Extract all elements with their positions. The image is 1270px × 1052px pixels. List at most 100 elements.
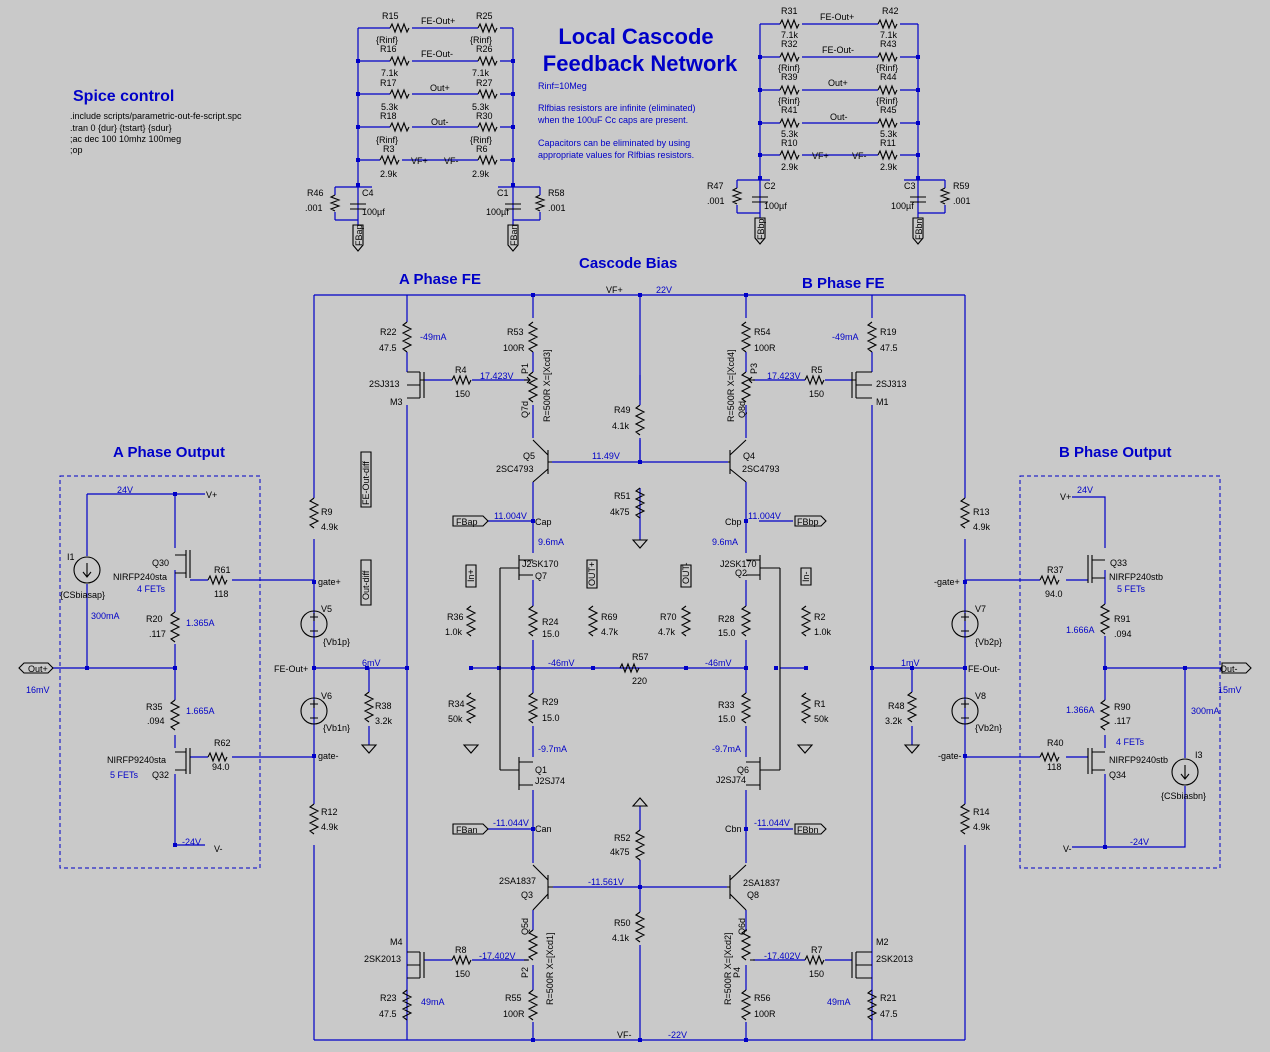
svg-text:Cbn: Cbn	[725, 824, 742, 834]
svg-text:118: 118	[214, 589, 228, 599]
svg-text:R70: R70	[660, 612, 677, 622]
svg-text:V+: V+	[1060, 492, 1071, 502]
input-jfets	[499, 555, 781, 790]
svg-text:Q1: Q1	[535, 765, 547, 775]
svg-text:R2: R2	[814, 612, 826, 622]
svg-text:1.665A: 1.665A	[186, 706, 215, 716]
r32-value: {Rinf}	[778, 63, 800, 73]
svg-text:R4: R4	[455, 365, 467, 375]
r59-label: R59	[953, 181, 970, 191]
out-plus-label: Out+	[828, 78, 848, 88]
r6-label: R6	[476, 144, 488, 154]
svg-text:Q6: Q6	[737, 765, 749, 775]
svg-text:17.423V: 17.423V	[767, 371, 801, 381]
svg-text:3.2k: 3.2k	[885, 716, 903, 726]
vf-minus-node: VF-	[617, 1030, 632, 1040]
front-end-wiring: VF+ 22V VF- -22V	[312, 285, 967, 1042]
svg-text:-11.044V: -11.044V	[754, 818, 790, 828]
resistor-bodies	[308, 321, 971, 1021]
svg-text:5 FETs: 5 FETs	[1117, 584, 1146, 594]
svg-text:R21: R21	[880, 993, 897, 1003]
svg-text:100R: 100R	[503, 1009, 525, 1019]
svg-text:Q34: Q34	[1109, 770, 1126, 780]
cascode-bias-title: Cascode Bias	[579, 255, 677, 272]
svg-text:R=500R X=[Xcd4]: R=500R X=[Xcd4]	[726, 349, 736, 422]
vf-plus-label: VF+	[411, 156, 428, 166]
r15-label: R15	[382, 11, 399, 21]
out-minus-label: Out-	[830, 112, 848, 122]
spice-line: ;op	[70, 145, 83, 155]
svg-text:-11.044V: -11.044V	[493, 818, 529, 828]
svg-text:R53: R53	[507, 327, 524, 337]
svg-text:4 FETs: 4 FETs	[137, 584, 166, 594]
r26-value: 7.1k	[472, 68, 490, 78]
svg-text:Cbp: Cbp	[725, 517, 742, 527]
svg-text:-gate-: -gate-	[938, 751, 962, 761]
svg-text:R51: R51	[614, 491, 631, 501]
svg-text:R54: R54	[754, 327, 771, 337]
svg-text:Q3: Q3	[521, 890, 533, 900]
svg-text:94.0: 94.0	[1045, 589, 1063, 599]
svg-text:4 FETs: 4 FETs	[1116, 737, 1145, 747]
fe-out-diff-port: FE-Out-diff	[361, 461, 371, 505]
svg-text:17.423V: 17.423V	[480, 371, 514, 381]
svg-text:R8: R8	[455, 945, 467, 955]
svg-text:P1: P1	[520, 363, 530, 374]
b-phase-output-title: B Phase Output	[1059, 444, 1172, 461]
svg-text:47.5: 47.5	[379, 343, 397, 353]
svg-text:24V: 24V	[1077, 485, 1093, 495]
svg-text:R12: R12	[321, 807, 338, 817]
svg-text:Can: Can	[535, 824, 552, 834]
svg-text:4.9k: 4.9k	[321, 822, 339, 832]
svg-text:2SJ313: 2SJ313	[369, 379, 400, 389]
svg-text:-gate+: -gate+	[934, 577, 960, 587]
svg-text:11.004V: 11.004V	[494, 511, 527, 521]
svg-text:R14: R14	[973, 807, 990, 817]
svg-text:R35: R35	[146, 702, 163, 712]
svg-text:11.49V: 11.49V	[592, 451, 620, 461]
note-text: Capacitors can be eliminated by using	[538, 138, 690, 148]
out-plus-label: Out+	[430, 83, 450, 93]
r16-value: 7.1k	[381, 68, 399, 78]
fe-out-minus-label: FE-Out-	[822, 45, 854, 55]
svg-text:R69: R69	[601, 612, 618, 622]
svg-text:R5: R5	[811, 365, 823, 375]
r3-value: 2.9k	[380, 169, 398, 179]
svg-text:15.0: 15.0	[542, 629, 560, 639]
r25-value: {Rinf}	[470, 35, 492, 45]
svg-text:M4: M4	[390, 937, 403, 947]
svg-text:9.6mA: 9.6mA	[538, 537, 564, 547]
svg-text:-46mV: -46mV	[705, 658, 732, 668]
r25-label: R25	[476, 11, 493, 21]
svg-text:R=500R X=[Xcd3]: R=500R X=[Xcd3]	[542, 349, 552, 422]
svg-text:1.666A: 1.666A	[1066, 625, 1095, 635]
svg-text:2SA1837: 2SA1837	[499, 876, 536, 886]
r10-label: R10	[781, 138, 798, 148]
svg-text:R62: R62	[214, 738, 231, 748]
svg-text:R61: R61	[214, 565, 231, 575]
svg-text:R7: R7	[811, 945, 823, 955]
svg-text:6mV: 6mV	[362, 658, 381, 668]
svg-text:R49: R49	[614, 405, 631, 415]
svg-text:4k75: 4k75	[610, 847, 630, 857]
svg-text:1.366A: 1.366A	[1066, 705, 1095, 715]
svg-text:-46mV: -46mV	[548, 658, 575, 668]
svg-text:Q8d: Q8d	[737, 401, 747, 418]
r17-value: 5.3k	[381, 102, 399, 112]
vf-plus-label: VF+	[812, 151, 829, 161]
svg-text:NIRFP240stb: NIRFP240stb	[1109, 572, 1163, 582]
svg-text:{Vb2n}: {Vb2n}	[975, 723, 1002, 733]
vf-plus-node: VF+	[606, 285, 623, 295]
svg-text:-11.561V: -11.561V	[588, 877, 624, 887]
svg-text:R50: R50	[614, 918, 631, 928]
svg-text:Q2: Q2	[735, 568, 747, 578]
svg-text:R29: R29	[542, 697, 559, 707]
svg-text:.117: .117	[149, 629, 166, 639]
svg-text:150: 150	[809, 389, 824, 399]
svg-text:V7: V7	[975, 604, 986, 614]
fe-out-plus-label: FE-Out+	[820, 12, 854, 22]
svg-text:V+: V+	[206, 490, 217, 500]
svg-text:gate+: gate+	[318, 577, 341, 587]
fbbn-port: FBbn	[797, 825, 819, 835]
